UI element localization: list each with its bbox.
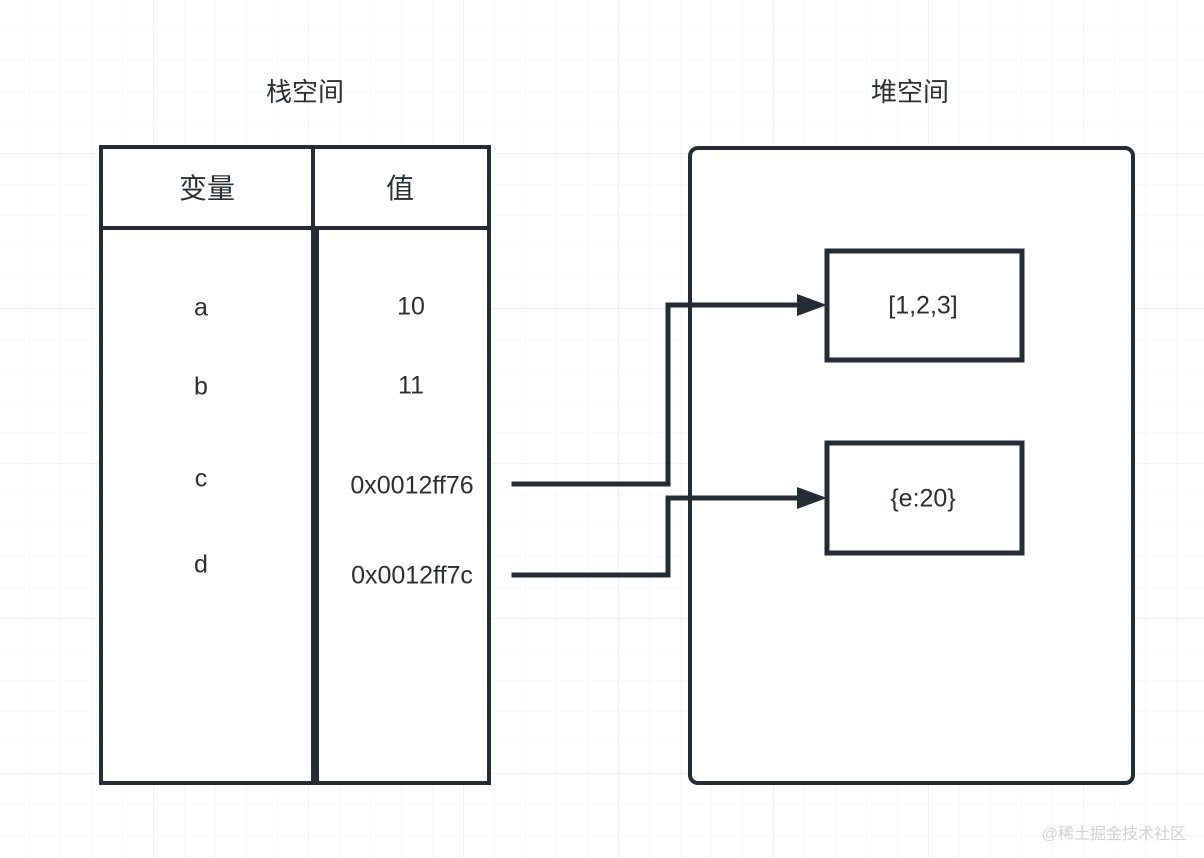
stack-table-header-value: 值 (385, 173, 415, 204)
pointer-arrow-d (511, 495, 803, 578)
pointer-arrowhead-d (797, 487, 827, 509)
stack-row-variable-d: d (194, 550, 208, 579)
stack-row-value-b: 11 (398, 371, 424, 400)
watermark: @稀土掘金技术社区 (1041, 826, 1186, 843)
pointer-arrow-c (511, 302, 803, 487)
stack-row-variable-c: c (194, 464, 208, 493)
heap-block-label-0: [1,2,3] (888, 291, 958, 320)
heap-block-0 (824, 248, 1025, 363)
stack-row-variable-b: b (194, 372, 208, 401)
stack-table-header-variable: 变量 (178, 173, 236, 204)
pointer-arrowhead-c (797, 294, 827, 316)
stack-title: 栈空间 (265, 77, 345, 107)
heap-block-label-1: {e:20} (890, 484, 956, 513)
stack-row-value-a: 10 (397, 292, 425, 321)
stack-table-border (99, 145, 491, 785)
stack-row-value-d: 0x0012ff7c (351, 561, 473, 590)
heap-title: 堆空间 (870, 77, 950, 107)
stack-row-value-c: 0x0012ff76 (350, 471, 474, 500)
stack-row-variable-a: a (194, 293, 208, 322)
